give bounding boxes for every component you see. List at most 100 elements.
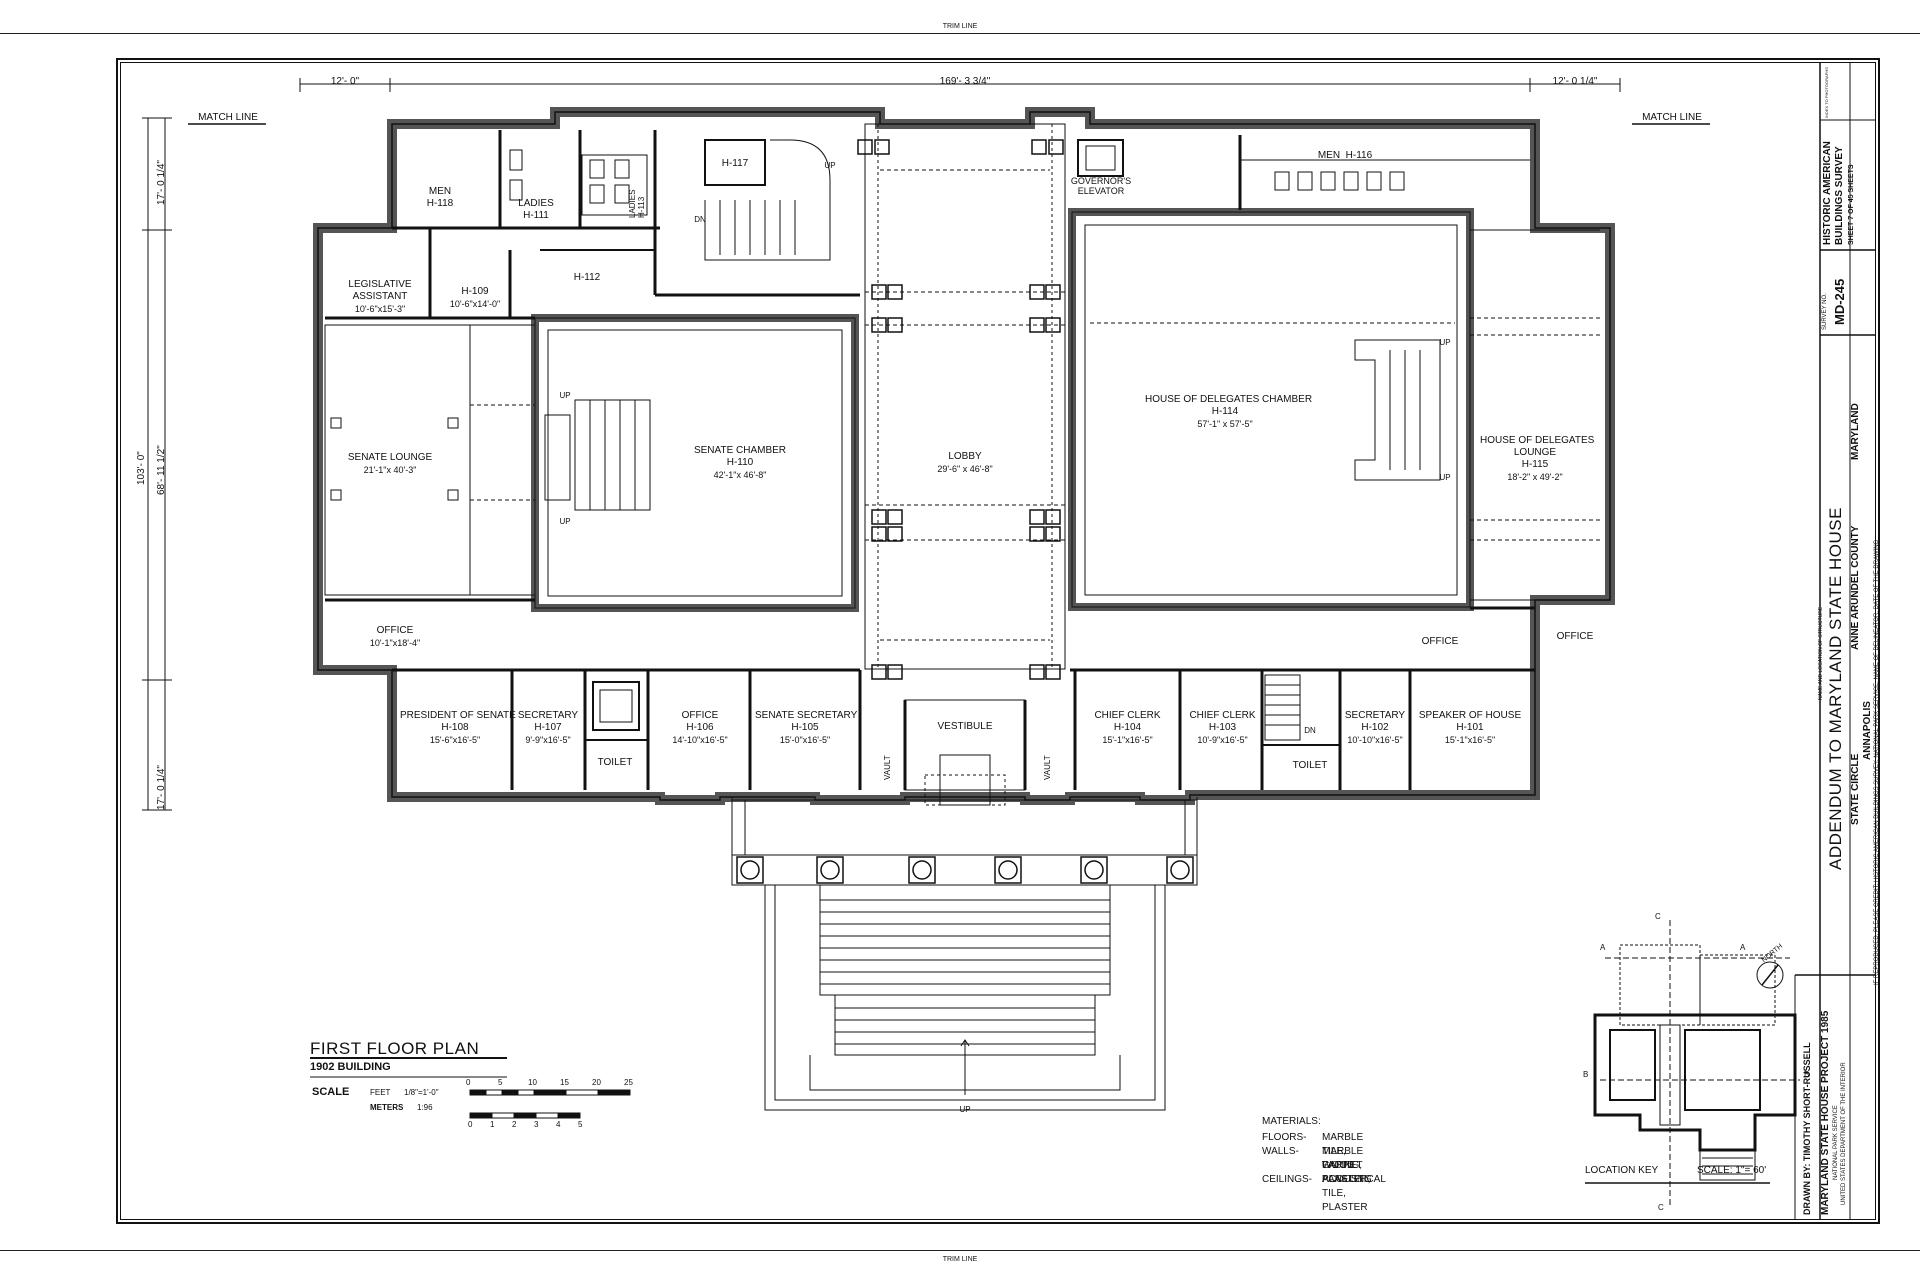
match-line-left: MATCH LINE bbox=[198, 112, 258, 123]
meter-tick: 2 bbox=[512, 1120, 517, 1129]
title-survey-no: MD-245 bbox=[1832, 278, 1847, 325]
room-vestibule: VESTIBULE bbox=[937, 721, 993, 732]
room-h117: H-117 bbox=[721, 158, 749, 169]
stair-up-label: UP bbox=[824, 161, 836, 170]
materials-heading: MATERIALS: bbox=[1262, 1116, 1321, 1127]
stair-dn-label: DN bbox=[694, 215, 706, 224]
scale-label: SCALE bbox=[312, 1086, 350, 1098]
room-office-right1: OFFICE bbox=[1421, 636, 1459, 647]
room-vault-right: VAULT bbox=[1043, 755, 1052, 780]
room-vault-left: VAULT bbox=[883, 755, 892, 780]
room-h112: H-112 bbox=[573, 272, 601, 283]
materials-floors: MARBLE TILE, CARPET bbox=[1322, 1132, 1364, 1171]
feet-tick: 5 bbox=[498, 1078, 503, 1087]
stair-dn-right: DN bbox=[1304, 726, 1316, 735]
title-habs-1: HISTORIC AMERICAN bbox=[1822, 141, 1833, 245]
materials-block: MATERIALS: FLOORS- MARBLE TILE, CARPET WA… bbox=[1262, 1115, 1386, 1213]
dim-left-bottom: 17'- 0 1/4" bbox=[156, 765, 167, 810]
materials-ceilings-label: CEILINGS- bbox=[1262, 1174, 1313, 1185]
trim-line-top bbox=[0, 33, 1920, 34]
location-key-section-c-top: C bbox=[1655, 912, 1661, 921]
trim-line-bottom-label: TRIM LINE bbox=[942, 1256, 978, 1263]
plan-title: FIRST FLOOR PLAN bbox=[310, 1039, 480, 1058]
location-key-section-b-left: B bbox=[1583, 1070, 1589, 1079]
trim-line-bottom bbox=[0, 1250, 1920, 1251]
dim-left-mid: 68'- 11 1/2" bbox=[156, 445, 167, 495]
materials-floors-label: FLOORS- bbox=[1262, 1132, 1307, 1143]
title-drawn-by: DRAWN BY: TIMOTHY SHORT-RUSSELL bbox=[1802, 1042, 1812, 1215]
feet-tick: 15 bbox=[560, 1078, 569, 1087]
title-state-circle: STATE CIRCLE bbox=[1850, 753, 1861, 825]
room-office-right2: OFFICE bbox=[1556, 631, 1594, 642]
materials-ceilings: ACOUSTICAL TILE, PLASTER bbox=[1322, 1174, 1386, 1213]
room-men-h116: MEN H-116 bbox=[1317, 150, 1373, 161]
trim-line-top-label: TRIM LINE bbox=[942, 23, 978, 30]
title-sheet: SHEET 7 OF 45 SHEETS bbox=[1848, 164, 1855, 245]
stair-up-senate-2: UP bbox=[559, 517, 571, 526]
feet-tick: 20 bbox=[592, 1078, 601, 1087]
stair-up-senate-1: UP bbox=[559, 391, 571, 400]
location-key-section-a-left: A bbox=[1600, 943, 1606, 952]
meter-tick: 0 bbox=[468, 1120, 473, 1129]
meter-tick: 4 bbox=[556, 1120, 561, 1129]
title-county: ANNE ARUNDEL COUNTY bbox=[1850, 525, 1861, 650]
title-survey-no-label: SURVEY NO. bbox=[1822, 293, 1828, 330]
title-name-loc: NAME AND LOCATION OF STRUCTURE bbox=[1818, 606, 1824, 700]
dim-left-total: 103'- 0" bbox=[136, 451, 147, 485]
room-toilet-right: TOILET bbox=[1292, 760, 1328, 771]
sheet-border-inner bbox=[120, 62, 1876, 1220]
feet-tick: 0 bbox=[466, 1078, 471, 1087]
dim-top-center: 169'- 3 3/4" bbox=[939, 76, 991, 87]
location-key-section-b-right: B bbox=[1804, 1070, 1810, 1079]
title-index: INDEX TO PHOTOGRAPHS bbox=[1824, 67, 1829, 118]
title-state: MARYLAND bbox=[1850, 403, 1861, 460]
stair-up-house-2: UP bbox=[1439, 473, 1451, 482]
materials-walls-label: WALLS- bbox=[1262, 1146, 1299, 1157]
match-line-right: MATCH LINE bbox=[1642, 112, 1702, 123]
meter-tick: 1 bbox=[490, 1120, 495, 1129]
meter-tick: 5 bbox=[578, 1120, 583, 1129]
title-project: MARYLAND STATE HOUSE PROJECT 1985 bbox=[1820, 1010, 1831, 1215]
plan-subtitle: 1902 BUILDING bbox=[310, 1061, 391, 1073]
location-key-section-a-right: A bbox=[1740, 943, 1746, 952]
feet-tick: 25 bbox=[624, 1078, 633, 1087]
dim-left-top: 17'- 0 1/4" bbox=[156, 160, 167, 205]
location-key-section-c-bottom: C bbox=[1658, 1203, 1664, 1212]
title-habs-2: BUILDINGS SURVEY bbox=[1834, 146, 1845, 245]
sheet-border bbox=[116, 58, 1880, 1224]
dim-top-left: 12'- 0" bbox=[330, 76, 360, 87]
stair-up-portico: UP bbox=[959, 1105, 971, 1114]
title-annapolis: ANNAPOLIS bbox=[1862, 701, 1873, 760]
title-main: ADDENDUM TO MARYLAND STATE HOUSE bbox=[1826, 507, 1845, 870]
dim-top-right: 12'- 0 1/4" bbox=[1552, 76, 1598, 87]
scale-meters-ratio: 1:96 bbox=[417, 1103, 433, 1112]
stair-up-house-1: UP bbox=[1439, 338, 1451, 347]
title-agency-1: NATIONAL PARK SERVICE bbox=[1833, 1105, 1839, 1180]
meter-tick: 3 bbox=[534, 1120, 539, 1129]
materials-walls-2: WOOD PANELING bbox=[1322, 1160, 1372, 1185]
scale-meters-label: METERS bbox=[370, 1103, 404, 1112]
feet-tick: 10 bbox=[528, 1078, 537, 1087]
materials-walls: MARBLE FACING, PLASTER, bbox=[1322, 1146, 1371, 1185]
scale-feet-ratio: 1/8"=1'-0" bbox=[404, 1088, 439, 1097]
scale-feet-label: FEET bbox=[370, 1088, 391, 1097]
